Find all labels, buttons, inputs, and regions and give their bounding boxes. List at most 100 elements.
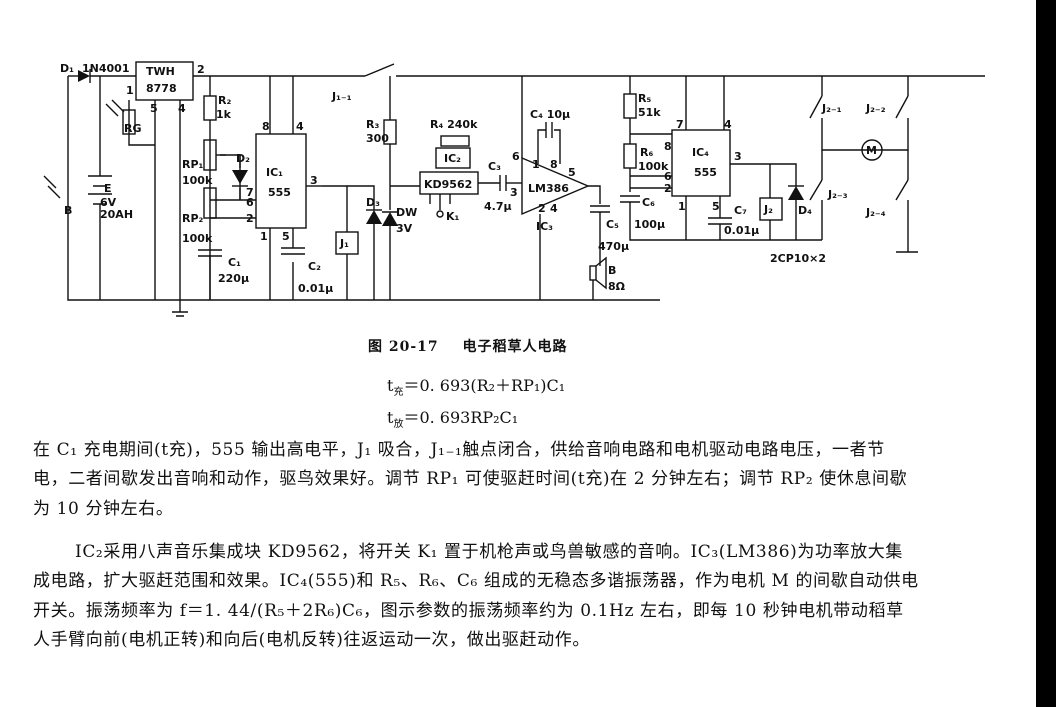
schematic-label: C₅ [606,218,619,231]
relay-coil-j1 [335,231,359,255]
capacitor-c1 [198,249,222,257]
figure-number: 图 20-17 [368,339,439,355]
schematic-label: 7 [676,118,684,131]
schematic-label: 8 [550,158,558,171]
ic4-555 [671,129,731,197]
schematic-label: 2 [538,202,546,215]
schematic-label: IC₂ [444,152,461,165]
schematic-label: 6V [100,196,117,209]
schematic-label: E [104,182,112,195]
battery-e [88,175,112,205]
contact-j2-3 [809,179,823,201]
wires-left [67,75,985,312]
schematic-label: 5 [568,166,576,179]
resistor-r4 [440,135,470,147]
schematic-label: DW [396,206,417,219]
capacitor-c5 [590,205,610,213]
resistor-r5 [623,93,637,119]
formula-discharge-time: t放＝0. 693RP₂C₁ [387,408,519,431]
schematic-label: 6 [512,150,520,163]
photoresistor-rg [122,109,136,135]
ic2-box [435,147,471,169]
schematic-label: C₁ [228,256,241,269]
diode-d1-symbol [78,70,90,82]
diode-d2-symbol [232,170,248,184]
schematic-label: 5 [150,102,158,115]
zener-dw-symbol [382,212,398,226]
schematic-label: C₆ [642,196,655,209]
schematic-label: 1 [678,200,686,213]
schematic-label: J₂₋₃ [827,188,848,201]
schematic-label: IC₃ [536,220,553,233]
schematic-label: 5 [282,230,290,243]
schematic-label: 100k [638,160,669,173]
schematic-label: K₁ [446,210,460,223]
relay-coil-j2 [759,197,783,221]
schematic-label: 5 [712,200,720,213]
schematic-label: D₂ [236,152,250,165]
schematic-label: 4 [178,102,186,115]
circuit-schematic: D₁ 1N4001 TWH 8778 1 2 4 5 RG E 6V 20AH … [43,61,985,317]
schematic-label: 8778 [146,82,177,95]
schematic-label: 100μ [634,218,665,231]
schematic-label: J₂₋₄ [865,206,886,219]
schematic-label: 2 [246,212,254,225]
contact-j2-1 [809,95,823,119]
schematic-label: 2CP10×2 [770,252,826,265]
schematic-label: 8Ω [608,280,626,293]
schematic-label: 100k [182,174,213,187]
figure-title: 电子稻草人电路 [462,339,568,355]
ic1-555 [255,133,307,229]
schematic-label: 1N4001 [82,62,129,75]
capacitor-c2 [281,247,305,255]
paragraph-2: IC₂采用八声音乐集成块 KD9562，将开关 K₁ 置于机枪声或鸟兽敏感的音响… [33,542,919,651]
motor-m [861,139,883,161]
schematic-label: RG [124,122,142,135]
schematic-label: 4 [724,118,732,131]
schematic-label: 7 [246,186,254,199]
schematic-label: RP₁ [182,158,204,171]
schematic-label: 3V [396,222,413,235]
schematic-label: 555 [694,166,717,179]
schematic-label: 0.01μ [298,282,333,295]
resistor-r2 [203,95,217,121]
schematic-label: 3 [310,174,318,187]
schematic-label: 100k [182,232,213,245]
schematic-label: C₄ 10μ [530,108,570,121]
schematic-label: 1k [216,108,232,121]
capacitor-c6 [620,195,640,203]
schematic-label: 8 [664,140,672,153]
capacitor-c3 [499,175,507,191]
schematic-label: R₆ [640,146,653,159]
schematic-label: 20AH [100,208,133,221]
schematic-label: D₃ [366,196,380,209]
schematic-label: 4.7μ [484,200,512,213]
schematic-label: D₁ [60,62,74,75]
schematic-label: LM386 [528,182,569,195]
contact-j2-2 [895,95,909,119]
schematic-label: 3 [510,186,518,199]
diode-d4-symbol [788,186,804,200]
schematic-label: 6 [664,170,672,183]
schematic-label: 2 [664,182,672,195]
schematic-label: 0.01μ [724,224,759,237]
schematic-label: KD9562 [424,178,472,191]
potentiometer-rp2 [203,187,217,219]
formula-charge-time: t充＝0. 693(R₂＋RP₁)C₁ [387,376,566,399]
schematic-label: C₇ [734,204,747,217]
schematic-label: J₂₋₂ [865,102,886,115]
diode-d3-symbol [366,210,382,224]
schematic-label: TWH [146,65,175,78]
schematic-label: D₄ [798,204,812,217]
schematic-label: R₄ 240k [430,118,478,131]
schematic-label: 4 [550,202,558,215]
schematic-label: IC₄ [692,146,709,159]
regulator-twh8778 [135,61,194,101]
schematic-label: R₂ [218,94,231,107]
schematic-label: R₅ [638,92,651,105]
schematic-label: M [866,144,877,157]
schematic-label: 470μ [598,240,629,253]
capacitor-c4 [545,122,553,138]
schematic-label: 1 [126,84,134,97]
